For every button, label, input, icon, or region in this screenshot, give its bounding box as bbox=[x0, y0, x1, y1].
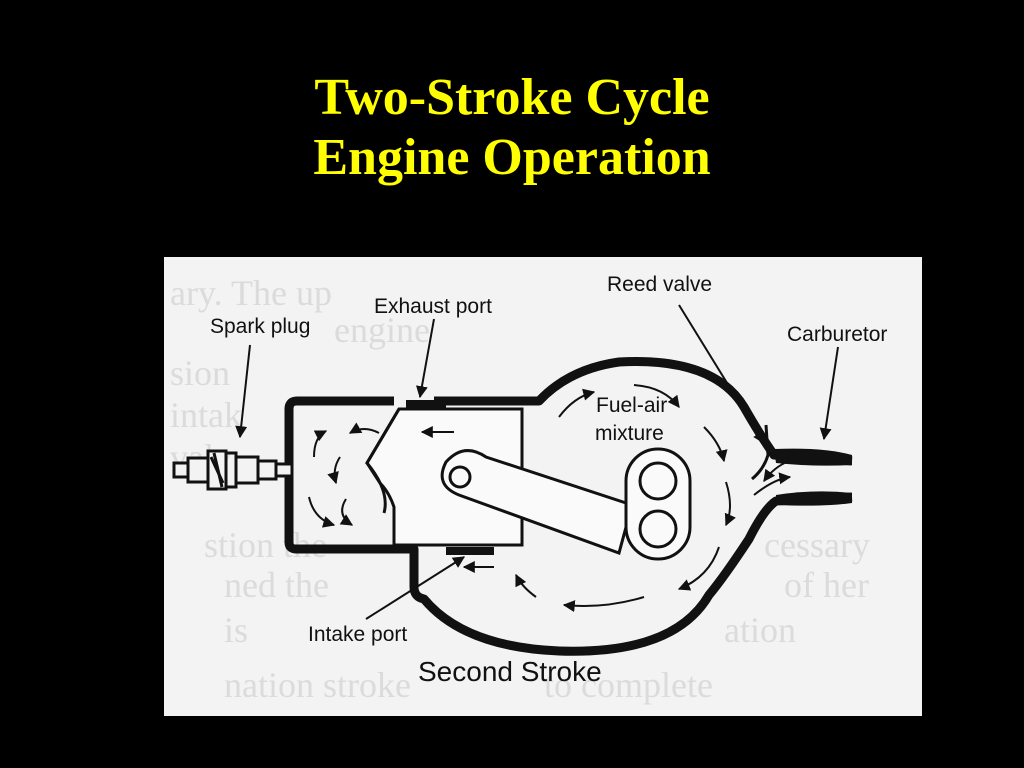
engine-diagram-figure: ary. The up engine sion intak valv stion… bbox=[164, 257, 922, 716]
svg-text:sion: sion bbox=[170, 353, 230, 393]
flow-arrows bbox=[308, 384, 792, 613]
title-line-2: Engine Operation bbox=[313, 129, 711, 186]
diagram-labels: Spark plug Exhaust port Reed valve Carbu… bbox=[210, 273, 887, 687]
carburetor-inlet bbox=[774, 448, 852, 506]
diagram-caption: Second Stroke bbox=[418, 656, 602, 687]
svg-text:engine: engine bbox=[334, 310, 430, 350]
reed-valve bbox=[751, 424, 770, 481]
label-fuel-air-line-1: Fuel-air bbox=[596, 394, 667, 417]
label-intake-port: Intake port bbox=[308, 623, 407, 646]
label-carburetor: Carburetor bbox=[787, 323, 887, 346]
slide-title: Two-Stroke Cycle Engine Operation bbox=[0, 68, 1024, 188]
crankshaft bbox=[624, 447, 692, 561]
leader-lines bbox=[235, 304, 839, 620]
svg-text:to complete: to complete bbox=[544, 665, 713, 705]
port-markers bbox=[406, 400, 494, 555]
svg-text:of her: of her bbox=[784, 565, 869, 605]
title-line-1: Two-Stroke Cycle bbox=[314, 69, 710, 126]
svg-text:intak: intak bbox=[170, 395, 242, 435]
svg-text:nation stroke: nation stroke bbox=[224, 665, 411, 705]
svg-text:cessary: cessary bbox=[764, 525, 870, 565]
engine-diagram-svg: ary. The up engine sion intak valv stion… bbox=[164, 257, 922, 716]
label-spark-plug: Spark plug bbox=[210, 315, 310, 338]
spark-plug bbox=[172, 449, 294, 491]
svg-text:ation: ation bbox=[724, 610, 796, 650]
engine-housing bbox=[284, 357, 853, 656]
svg-text:ned the: ned the bbox=[224, 565, 329, 605]
label-reed-valve: Reed valve bbox=[607, 273, 712, 296]
svg-text:is: is bbox=[224, 610, 248, 650]
svg-text:ary. The up: ary. The up bbox=[170, 273, 332, 313]
label-fuel-air-line-2: mixture bbox=[595, 422, 664, 445]
label-exhaust-port: Exhaust port bbox=[374, 295, 492, 318]
